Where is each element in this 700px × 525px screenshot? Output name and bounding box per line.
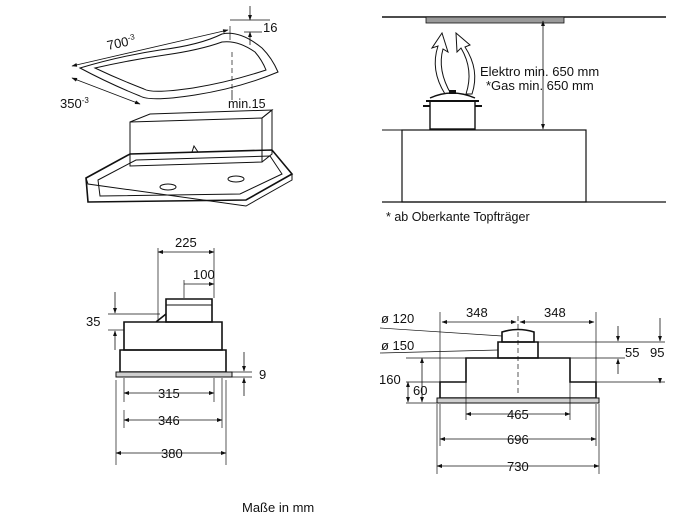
side-duct: [165, 298, 213, 323]
side-view: 225 100 35 9 315 346 380: [86, 235, 266, 465]
cutout-depth-label: 350-3: [60, 96, 89, 111]
front-view: 348 348 ø 120 ø 150 55 95 160 60 465: [379, 305, 665, 474]
steam-arrow-left: [430, 31, 452, 95]
dim-160: 160: [379, 372, 401, 387]
dim-225: 225: [175, 235, 197, 250]
grease-filter: [97, 155, 283, 197]
footnote: * ab Oberkante Topfträger: [386, 210, 530, 224]
distance-view: Elektro min. 650 mm *Gas min. 650 mm * a…: [382, 16, 666, 224]
dim-60: 60: [413, 383, 427, 398]
dim-465: 465: [507, 407, 529, 422]
dia-150: ø 150: [381, 338, 414, 353]
cooking-pot-icon: [423, 90, 482, 130]
dim-346: 346: [158, 413, 180, 428]
dim-9: 9: [259, 367, 266, 382]
dim-100: 100: [193, 267, 215, 282]
cutout-width-label: 700-3: [106, 32, 138, 53]
hood-panel: [85, 149, 294, 203]
side-panel: [115, 371, 233, 378]
side-lower: [119, 349, 227, 373]
dim-380: 380: [161, 446, 183, 461]
dim-348-left: 348: [466, 305, 488, 320]
dim-730: 730: [507, 459, 529, 474]
electro-distance-label: Elektro min. 650 mm: [480, 64, 599, 79]
hood-on-ceiling: [425, 16, 565, 24]
dim-315: 315: [158, 386, 180, 401]
side-body: [123, 313, 223, 351]
front-collar-small: [501, 328, 535, 343]
dia-120: ø 120: [381, 311, 414, 326]
hood-box: [129, 117, 263, 167]
dim-95: 95: [650, 345, 664, 360]
front-panel: [436, 397, 600, 404]
cooker-block: [401, 129, 587, 203]
ceiling-cutout-view: 16 700-3 350-3 min.15: [60, 6, 294, 207]
dim-348-right: 348: [544, 305, 566, 320]
dim-696: 696: [507, 432, 529, 447]
dim-55: 55: [625, 345, 639, 360]
light-left: [159, 183, 177, 191]
steam-arrow-right: [455, 31, 476, 95]
light-right: [227, 175, 245, 183]
units-caption: Maße in mm: [242, 500, 314, 515]
dim-35: 35: [86, 314, 100, 329]
gas-distance-label: *Gas min. 650 mm: [486, 78, 594, 93]
min-depth-label: min.15: [228, 97, 266, 111]
frame-thickness-label: 16: [263, 20, 277, 35]
